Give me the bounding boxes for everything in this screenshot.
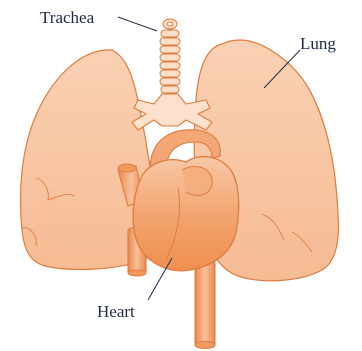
heart-label: Heart [97, 303, 135, 320]
lung-label: Lung [300, 35, 336, 52]
descending-aorta [195, 260, 215, 346]
trachea-label: Trachea [40, 9, 94, 26]
trachea [160, 19, 180, 93]
trachea-leader-line [118, 17, 157, 31]
right-atrium [182, 166, 212, 195]
